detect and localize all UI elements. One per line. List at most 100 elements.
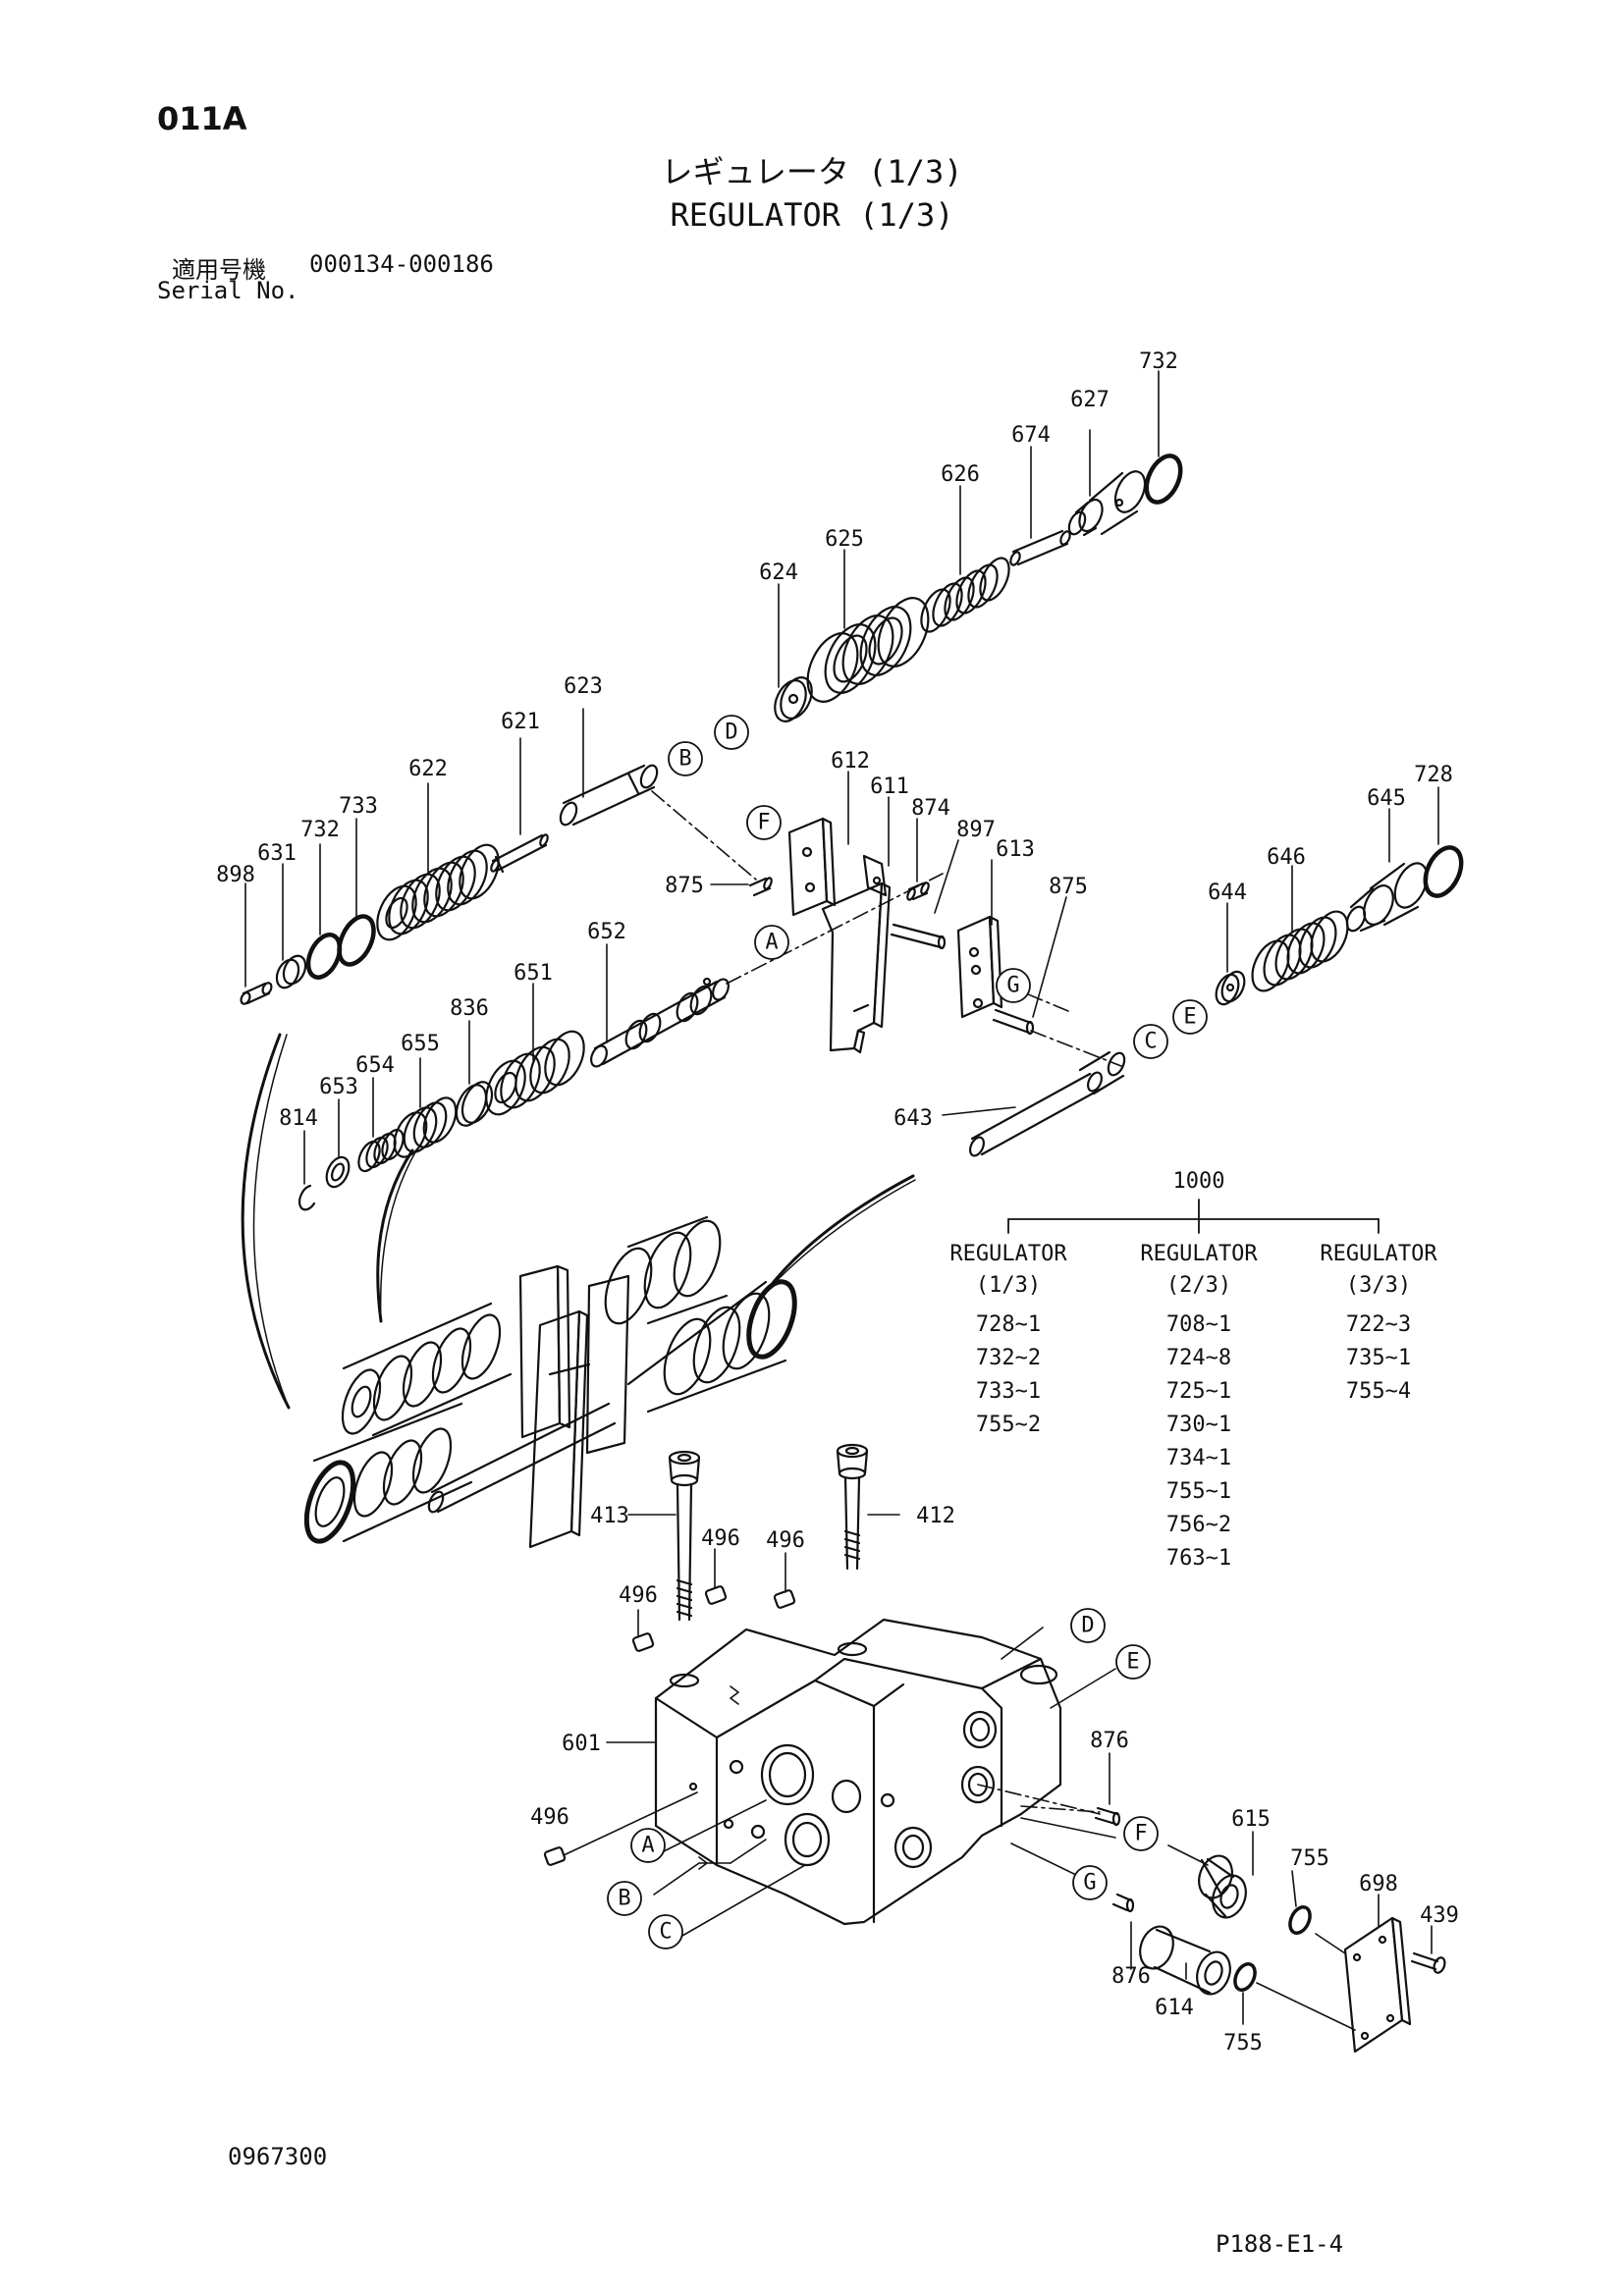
pin-875-left [748,877,773,897]
page-title: REGULATOR (1/3) [670,196,954,234]
callout-circle-C-lower [648,1914,683,1949]
callout-F-lower: F [1134,1822,1147,1846]
part-label: 732 [300,818,340,842]
pin-874 [906,881,930,901]
callout-circle-D-lower [1070,1608,1106,1643]
callout-circle-A-lower [630,1828,666,1863]
callout-circle-E-upper [1172,999,1208,1035]
o-ring-732-top [1144,454,1183,505]
leader-lines [244,370,1439,2031]
kit-item: 730~1 [1166,1413,1231,1437]
pin-897 [890,923,947,950]
page-code: 011A [157,100,247,137]
lever-611 [821,854,892,1054]
bolt-413 [668,1450,701,1622]
plug-496-b [773,1589,796,1609]
part-label: 496 [701,1526,740,1551]
callout-circle-C-upper [1133,1024,1168,1059]
part-label: 601 [562,1732,601,1756]
part-label: 623 [564,674,603,699]
part-label: 674 [1011,423,1051,448]
callout-G-lower: G [1083,1871,1096,1896]
part-label: 496 [530,1805,569,1830]
part-label: 897 [956,818,996,842]
callout-circle-D-upper [714,715,749,750]
kit-item: 755~2 [976,1413,1041,1437]
callout-circle-G-lower [1072,1865,1108,1900]
part-label: 496 [619,1583,658,1608]
part-label: 652 [587,920,626,944]
lever-612 [787,817,837,917]
spool-645 [1345,862,1429,933]
pin-875-right [992,1008,1035,1036]
callout-circle-A-upper [754,925,789,960]
part-label: 836 [450,996,489,1021]
part-label: 651 [514,961,553,986]
part-label: 627 [1070,388,1110,412]
part-label: 624 [759,561,798,585]
kit-item: 733~1 [976,1379,1041,1404]
part-label: 698 [1359,1872,1398,1896]
callout-circle-G-upper [996,968,1031,1003]
o-ring-733 [337,914,376,967]
part-label: 732 [1139,349,1178,374]
spring-seat-627 [1067,470,1147,537]
kit-item: 725~1 [1166,1379,1231,1404]
part-label: 615 [1231,1807,1271,1832]
document-number: 0967300 [228,2143,328,2170]
kit-column-sub: (1/3) [976,1273,1041,1298]
assembly-lines-lower [977,1784,1101,1815]
part-label: 755 [1290,1846,1329,1871]
part-label: 496 [766,1528,805,1553]
callout-A-lower: A [641,1834,654,1858]
part-label: 755 [1223,2031,1263,2056]
part-label: 655 [401,1032,440,1056]
kit-column-name: REGULATOR [949,1242,1067,1266]
lever-613 [956,915,1003,1019]
part-label: 412 [916,1504,955,1528]
spool-652 [590,977,730,1068]
part-label: 621 [501,710,540,734]
callout-F-upper: F [757,811,770,835]
part-label: 646 [1267,845,1306,870]
kit-column-name: REGULATOR [1140,1242,1258,1266]
part-label: 644 [1208,881,1247,905]
kit-item: 708~1 [1166,1312,1231,1337]
kit-item: 734~1 [1166,1446,1231,1470]
spring-seat-644 [1215,970,1246,1006]
callout-E-lower: E [1126,1650,1139,1675]
part-label: 898 [216,863,255,887]
callout-G-upper: G [1006,974,1019,998]
kit-table-bracket [1007,1199,1380,1234]
callout-C-lower: C [659,1920,672,1945]
casing-601 [654,1618,1062,1926]
spring-626 [920,557,1010,633]
part-label: 653 [319,1075,358,1099]
pin-898 [240,982,273,1005]
kit-item: 756~2 [1166,1513,1231,1537]
kit-item: 735~1 [1346,1346,1411,1370]
serial-label: Serial No. [157,277,299,304]
serial-range: 000134-000186 [309,250,494,278]
plug-615 [1198,1854,1247,1919]
part-label: 876 [1111,1964,1151,1989]
callout-D-upper: D [725,721,737,745]
o-ring-755-lower [1233,1962,1257,1992]
part-label: 611 [870,774,909,799]
part-label: 654 [355,1053,395,1078]
callout-A-upper: A [765,931,778,955]
plug-496-a [704,1585,728,1605]
pin-674 [1009,529,1071,566]
kit-item: 722~3 [1346,1312,1411,1337]
part-label: 643 [893,1106,933,1131]
part-label: 439 [1420,1903,1459,1928]
kit-item: 732~2 [976,1346,1041,1370]
callout-circle-F-upper [746,805,782,840]
o-ring-732 [305,933,343,980]
callout-circle-F-lower [1123,1816,1159,1851]
ring-631 [275,954,307,989]
kit-column-sub: (2/3) [1166,1273,1231,1298]
plug-614 [1139,1925,1231,1996]
callout-circle-E-lower [1115,1644,1151,1680]
